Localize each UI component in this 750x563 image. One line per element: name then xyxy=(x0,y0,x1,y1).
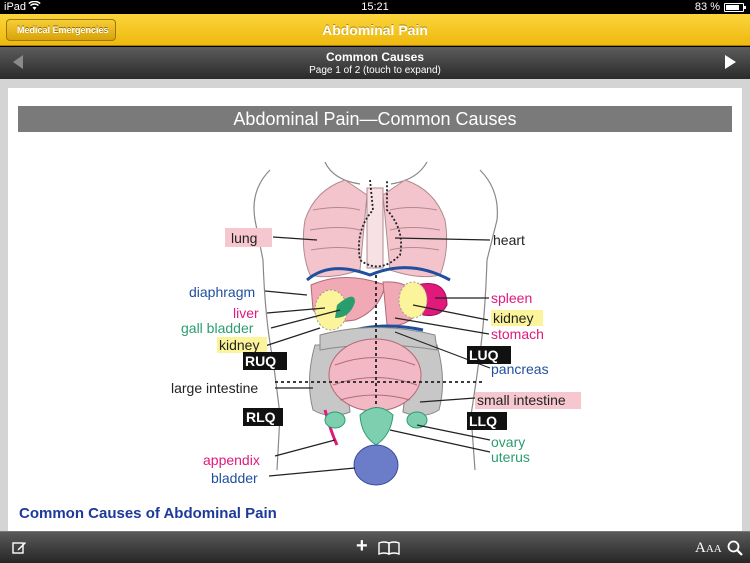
kidney-left-highlight xyxy=(217,337,267,353)
battery-icon xyxy=(724,3,746,12)
carrier-label: iPad xyxy=(4,1,27,13)
body-outline xyxy=(253,161,498,471)
text-size-large-glyph: A xyxy=(695,540,706,556)
right-kidney-shape xyxy=(398,281,428,319)
label-diaphragm: diaphragm xyxy=(189,284,255,300)
page-title: Abdominal Pain xyxy=(322,22,428,38)
section-header: Abdominal Pain—Common Causes xyxy=(18,106,732,132)
label-ruq: RUQ xyxy=(245,353,276,369)
label-kidney-left: kidney xyxy=(219,337,259,353)
label-llq: LLQ xyxy=(469,413,497,429)
clock: 15:21 xyxy=(361,1,389,13)
label-kidney-right: kidney xyxy=(493,310,533,326)
add-bookmark-icon[interactable]: + xyxy=(356,535,368,557)
section-heading: Common Causes of Abdominal Pain xyxy=(19,505,277,522)
label-bladder: bladder xyxy=(211,470,258,486)
content-area[interactable]: Abdominal Pain—Common Causes xyxy=(8,88,742,531)
label-gall-bladder: gall bladder xyxy=(181,320,254,336)
bottom-toolbar: + AAA xyxy=(0,531,750,563)
rlq-box xyxy=(243,408,283,426)
llq-box xyxy=(467,412,507,430)
label-liver: liver xyxy=(233,305,259,321)
status-bar: iPad 15:21 83 % xyxy=(0,0,750,14)
bladder-shape xyxy=(353,444,399,486)
label-spleen: spleen xyxy=(491,290,532,306)
diaphragm-line xyxy=(306,266,451,282)
label-heart: heart xyxy=(493,232,525,248)
label-rlq: RLQ xyxy=(246,409,276,425)
wifi-icon xyxy=(28,0,41,14)
page-indicator[interactable]: Page 1 of 2 (touch to expand) xyxy=(309,65,441,76)
label-large-intestine: large intestine xyxy=(171,380,258,396)
text-size-small-glyph: AA xyxy=(705,543,722,555)
lung-highlight xyxy=(225,228,272,247)
topic-bar[interactable]: Common Causes Page 1 of 2 (touch to expa… xyxy=(0,47,750,79)
navigation-bar: Medical Emergencies Abdominal Pain xyxy=(0,14,750,46)
battery-percent: 83 % xyxy=(694,1,720,13)
label-pancreas: pancreas xyxy=(491,361,549,377)
label-small-intestine: small intestine xyxy=(477,392,566,408)
label-uterus: uterus xyxy=(491,449,530,465)
label-stomach: stomach xyxy=(491,326,544,342)
uterus-shape xyxy=(359,407,394,446)
abdominal-anatomy-diagram[interactable]: lung heart diaphragm spleen liver kidney… xyxy=(155,150,595,490)
compose-note-icon[interactable] xyxy=(12,540,27,555)
label-luq: LUQ xyxy=(469,347,499,363)
content-frame: Abdominal Pain—Common Causes xyxy=(0,79,750,531)
small-intestine-highlight xyxy=(475,392,581,409)
bookmarks-icon[interactable] xyxy=(378,541,400,556)
kidney-right-highlight xyxy=(491,310,543,326)
gall-bladder-shape xyxy=(335,296,355,318)
appendix-shape xyxy=(323,409,339,446)
ruq-box xyxy=(243,352,287,370)
text-size-icon[interactable]: AAA xyxy=(695,540,722,557)
label-pointers xyxy=(264,236,491,477)
topic-title: Common Causes xyxy=(325,50,425,64)
ovary-shape-right xyxy=(406,411,428,429)
search-icon[interactable] xyxy=(727,540,743,556)
previous-arrow-icon[interactable] xyxy=(13,55,23,69)
label-appendix: appendix xyxy=(203,452,260,468)
next-arrow-icon[interactable] xyxy=(725,55,736,69)
label-ovary: ovary xyxy=(491,434,525,450)
luq-box xyxy=(467,346,511,364)
label-lung: lung xyxy=(231,230,257,246)
heart-outline xyxy=(358,179,402,268)
back-button[interactable]: Medical Emergencies xyxy=(6,19,116,41)
ovary-shape-left xyxy=(324,411,346,429)
ribcage xyxy=(302,179,448,278)
